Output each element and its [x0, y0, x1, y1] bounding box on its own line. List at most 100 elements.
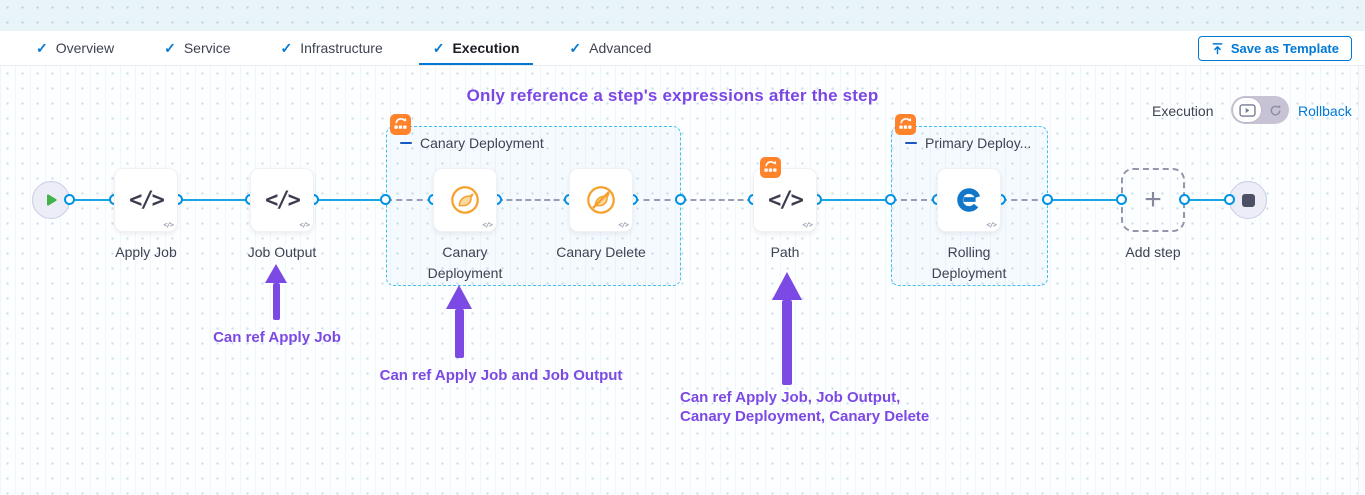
- annotation-ref3: Can ref Apply Job, Job Output, Canary De…: [680, 388, 980, 426]
- tab-infrastructure[interactable]: ✓ Infrastructure: [267, 31, 397, 65]
- step-label: Add step: [1125, 244, 1181, 260]
- connector-line: [891, 199, 937, 201]
- step-card-apply-job[interactable]: </> </>: [114, 168, 178, 232]
- script-mini-icon: </>: [986, 221, 997, 229]
- canvas-top-strip: [0, 0, 1365, 31]
- annotation-heading: Only reference a step's expressions afte…: [466, 86, 879, 105]
- annotation-arrow-canary-deployment: [446, 285, 472, 358]
- connector-port: [1179, 194, 1190, 205]
- plus-icon: +: [1144, 183, 1162, 216]
- step-card-canary-delete[interactable]: </>: [569, 168, 633, 232]
- step-card-path[interactable]: </> </>: [753, 168, 817, 232]
- script-mini-icon: </>: [618, 221, 629, 229]
- script-mini-icon: </>: [163, 221, 174, 229]
- step-label: Canary Delete: [556, 244, 646, 260]
- pipeline-end-node: [1229, 181, 1267, 219]
- group-header: Primary Deploy...: [905, 135, 1031, 151]
- code-icon: </>: [265, 187, 301, 213]
- check-icon: ✓: [36, 39, 48, 56]
- rollback-steps-badge-icon: [760, 157, 781, 178]
- tab-overview[interactable]: ✓ Overview: [22, 31, 128, 65]
- step-card-canary-deployment[interactable]: </>: [433, 168, 497, 232]
- connector-line: [1048, 199, 1121, 201]
- execution-mode-label: Execution: [1152, 103, 1214, 119]
- tab-execution[interactable]: ✓ Execution: [418, 31, 534, 65]
- connector-line: [1001, 199, 1048, 201]
- collapse-group-icon[interactable]: [400, 141, 412, 145]
- add-step-button[interactable]: +: [1121, 168, 1185, 232]
- check-icon: ✓: [280, 39, 293, 56]
- annotation-ref1: Can ref Apply Job: [213, 329, 341, 346]
- annotation-arrow-job-output: [265, 264, 287, 320]
- connector-port: [380, 194, 391, 205]
- pipeline-canvas: Only reference a step's expressions afte…: [0, 66, 1365, 495]
- annotation-arrow-path: [772, 272, 802, 385]
- connector-line: [633, 199, 681, 201]
- rollback-toggle-button[interactable]: [1262, 97, 1289, 123]
- connector-port: [1224, 194, 1235, 205]
- pipeline-start-node: [32, 181, 70, 219]
- group-header: Canary Deployment: [400, 135, 544, 151]
- tab-service[interactable]: ✓ Service: [150, 31, 244, 65]
- connector-port: [1116, 194, 1127, 205]
- rollback-steps-badge-icon: [895, 114, 916, 135]
- connector-port: [64, 194, 75, 205]
- group-title: Primary Deploy...: [925, 135, 1032, 151]
- step-label: Path: [770, 244, 800, 260]
- canary-icon: [449, 184, 481, 216]
- code-icon: </>: [768, 187, 804, 213]
- group-title: Canary Deployment: [420, 135, 544, 151]
- check-icon: ✓: [164, 39, 176, 56]
- script-mini-icon: </>: [482, 221, 493, 229]
- annotation-ref3-line1: Can ref Apply Job, Job Output,: [680, 389, 901, 406]
- rollback-link[interactable]: Rollback: [1298, 103, 1352, 119]
- stage-tabbar: ✓ Overview ✓ Service ✓ Infrastructure ✓ …: [0, 31, 1365, 66]
- collapse-group-icon[interactable]: [905, 141, 917, 145]
- step-label: Job Output: [247, 244, 317, 260]
- canary-delete-icon: [585, 184, 617, 216]
- connector-line: [817, 199, 891, 201]
- save-as-template-button[interactable]: Save as Template: [1197, 35, 1352, 61]
- right-edge-strip: [1358, 66, 1365, 495]
- check-icon: ✓: [569, 39, 582, 56]
- connector-line: [178, 199, 250, 201]
- step-label: Apply Job: [115, 244, 177, 260]
- script-mini-icon: </>: [802, 221, 813, 229]
- step-card-job-output[interactable]: </> </>: [250, 168, 314, 232]
- step-label: Canary Deployment: [427, 244, 503, 281]
- stage-tabs: ✓ Overview ✓ Service ✓ Infrastructure ✓ …: [0, 31, 687, 65]
- rollback-circular-arrow-icon: [1268, 103, 1283, 118]
- annotation-ref2: Can ref Apply Job and Job Output: [379, 367, 623, 384]
- connector-line: [681, 199, 753, 201]
- execution-rollback-toggle[interactable]: [1231, 96, 1289, 124]
- connector-port: [1042, 194, 1053, 205]
- code-icon: </>: [129, 187, 165, 213]
- check-icon: ✓: [432, 39, 445, 56]
- connector-line: [1185, 199, 1229, 201]
- connector-line: [386, 199, 433, 201]
- step-card-rolling-deployment[interactable]: </>: [937, 168, 1001, 232]
- annotation-ref3-line2: Canary Deployment, Canary Delete: [680, 408, 930, 425]
- play-icon: [44, 193, 58, 207]
- tab-label: Infrastructure: [300, 40, 383, 56]
- connector-port: [675, 194, 686, 205]
- save-template-icon: [1211, 42, 1224, 55]
- script-mini-icon: </>: [299, 221, 310, 229]
- save-template-label: Save as Template: [1230, 40, 1339, 56]
- tab-label: Service: [183, 40, 231, 56]
- execution-mode-switcher: Execution Rollback: [1135, 96, 1365, 126]
- tab-advanced[interactable]: ✓ Advanced: [555, 31, 665, 65]
- connector-line: [497, 199, 569, 201]
- step-label: Rolling Deployment: [931, 244, 1007, 281]
- tab-label: Overview: [55, 40, 115, 56]
- connector-port: [885, 194, 896, 205]
- connector-line: [70, 199, 114, 201]
- execution-icon: [1238, 103, 1256, 117]
- execution-toggle-button[interactable]: [1232, 97, 1262, 123]
- tab-label: Execution: [452, 40, 520, 56]
- connector-line: [314, 199, 386, 201]
- rollback-steps-badge-icon: [390, 114, 411, 135]
- stop-icon: [1241, 193, 1255, 207]
- rolling-deployment-icon: [953, 184, 985, 216]
